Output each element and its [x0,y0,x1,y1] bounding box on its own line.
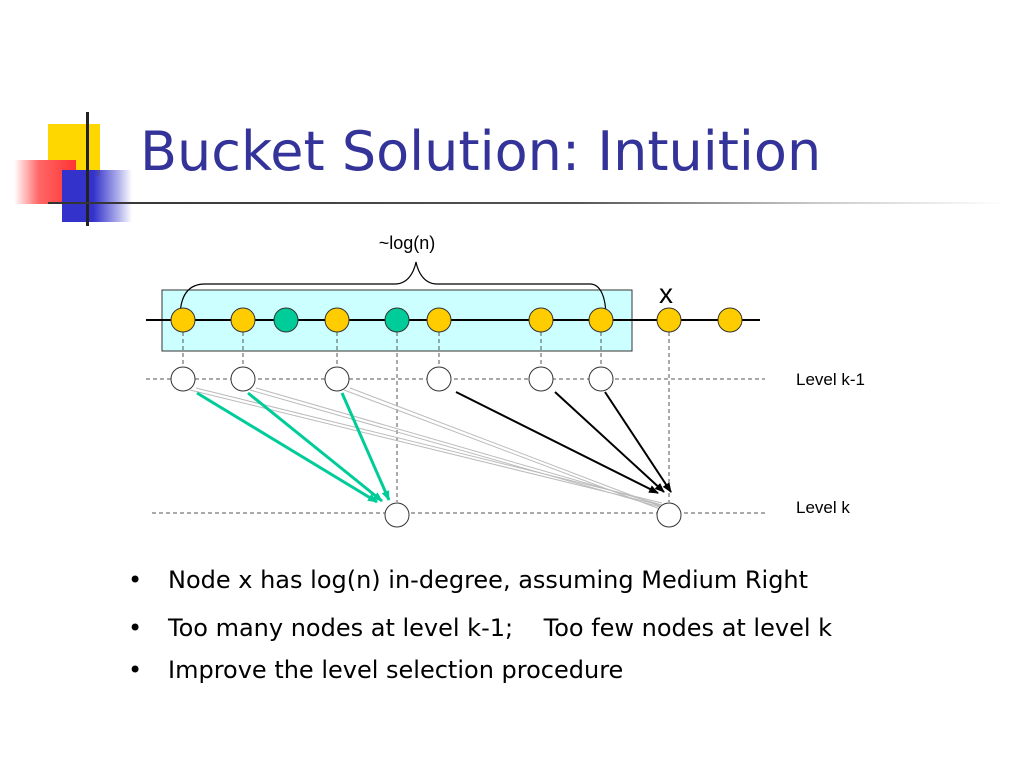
vertical-rule [86,112,89,226]
level-node [588,366,614,392]
black-arrows [455,391,672,494]
node-teal [273,307,299,333]
node-x-label: x [659,278,673,309]
level-node [230,366,256,392]
black-arrow [455,391,659,494]
blue-square [62,170,132,222]
level-node [384,502,410,528]
node-yellow [588,307,614,333]
slide-title: Bucket Solution: Intuition [140,120,822,183]
node-yellow [170,307,196,333]
level-node [656,502,682,528]
level-node [170,366,196,392]
bullet-marker: • [128,614,143,642]
level-k-label: Level k [796,498,850,517]
level-node [426,366,452,392]
black-arrow [554,391,665,493]
level-node [324,366,350,392]
brace-label: ~log(n) [379,233,436,253]
log-n-brace [179,261,607,319]
node-x [656,307,682,333]
teal-arrows [196,391,391,504]
level-k-nodes [384,502,682,528]
level-k-minus-1-label: Level k-1 [796,370,865,389]
node-yellow [324,307,350,333]
title-underline [48,202,1008,204]
node-yellow [426,307,452,333]
node-yellow [230,307,256,333]
black-arrow [604,391,672,493]
teal-arrow [340,392,391,501]
bullet-marker: • [128,566,143,594]
bullet-text: Node x has log(n) in-degree, assuming Me… [168,566,809,594]
teal-arrow [247,391,383,503]
node-yellow [717,307,743,333]
faint-edges [189,387,663,510]
level-node [528,366,554,392]
bullet-marker: • [128,656,143,684]
node-yellow [528,307,554,333]
vertical-connectors [182,332,670,502]
bullet-text: Too many nodes at level k-1; Too few nod… [168,614,833,642]
node-teal [384,307,410,333]
teal-arrow [196,391,378,504]
bullet-text: Improve the level selection procedure [168,656,624,684]
top-nodes [170,307,743,333]
corner-decoration [0,0,140,230]
level-k-minus-1-nodes [170,366,614,392]
bucket-diagram: ~log(n) [146,233,865,528]
